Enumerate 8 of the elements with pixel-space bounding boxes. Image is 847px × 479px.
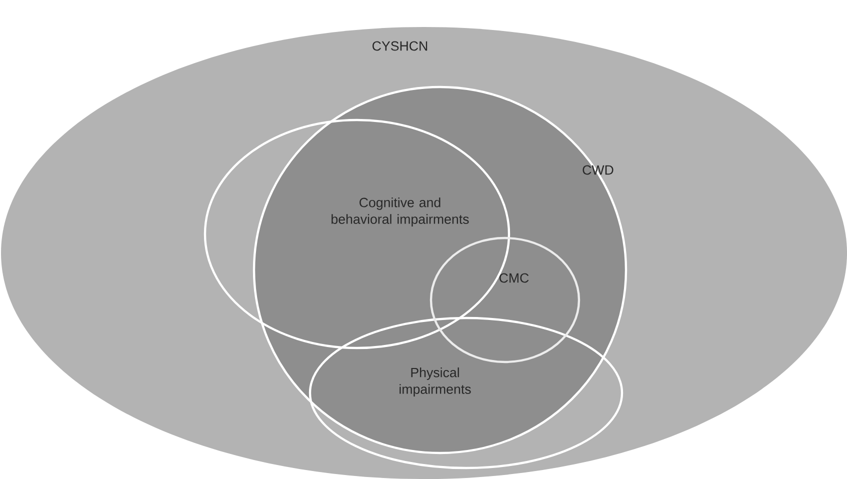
set-label: Physical impairments <box>400 367 471 397</box>
circle <box>430 236 580 364</box>
ellipse <box>308 316 624 470</box>
set-label: CMC <box>500 273 529 283</box>
set-label: CYSHCN <box>372 41 428 51</box>
set-label: CWD <box>582 165 614 175</box>
set-label: Cognitive and behavioral impairments <box>332 197 469 227</box>
circle <box>252 86 628 454</box>
